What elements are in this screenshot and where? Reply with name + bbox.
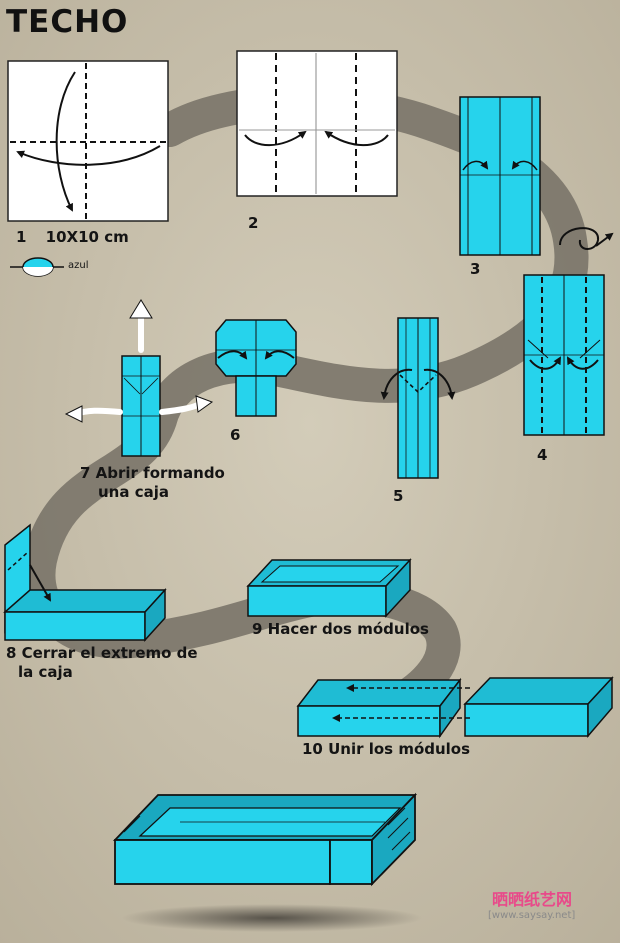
step-1-size: 10X10 cm: [45, 228, 129, 246]
step-2-number: 2: [248, 214, 259, 232]
step-1-number: 1: [16, 228, 27, 246]
step-3-number: 3: [470, 260, 481, 278]
legend-swatch: [10, 257, 64, 277]
step-6-number: 6: [230, 426, 241, 444]
step-2-square: [236, 50, 398, 197]
step-7-strip: [64, 299, 214, 457]
page-title: TECHO: [6, 4, 129, 40]
step-5-number: 5: [393, 487, 404, 505]
step-9-box: [246, 558, 412, 618]
flip-over-icon: [559, 227, 614, 250]
step-1-square: [7, 60, 169, 222]
final-roof: [112, 792, 422, 932]
step-7-line1: 7 Abrir formando: [80, 464, 225, 482]
step-8-line2: la caja: [18, 663, 73, 681]
watermark-url: [www.saysay.net]: [488, 910, 576, 921]
step-7-label: 7 Abrir formando una caja: [80, 464, 225, 502]
step-4-number: 4: [537, 446, 548, 464]
legend-label: azul: [68, 260, 89, 271]
step-8-label: 8 Cerrar el extremo de la caja: [6, 644, 198, 682]
step-5-strip: [380, 317, 456, 479]
step-3-strip: [459, 96, 541, 256]
step-4-strip: [523, 274, 605, 436]
step-1-label: 1 10X10 cm: [16, 228, 129, 247]
step-6-strip: [215, 319, 297, 417]
step-8-box: [3, 523, 167, 642]
step-10-label: 10 Unir los módulos: [302, 740, 471, 758]
step-9-label: 9 Hacer dos módulos: [252, 620, 429, 638]
watermark-chinese: 晒晒纸艺网: [492, 890, 573, 909]
step-10-join: [296, 676, 614, 739]
step-7-line2: una caja: [98, 483, 169, 501]
step-8-line1: 8 Cerrar el extremo de: [6, 644, 198, 662]
